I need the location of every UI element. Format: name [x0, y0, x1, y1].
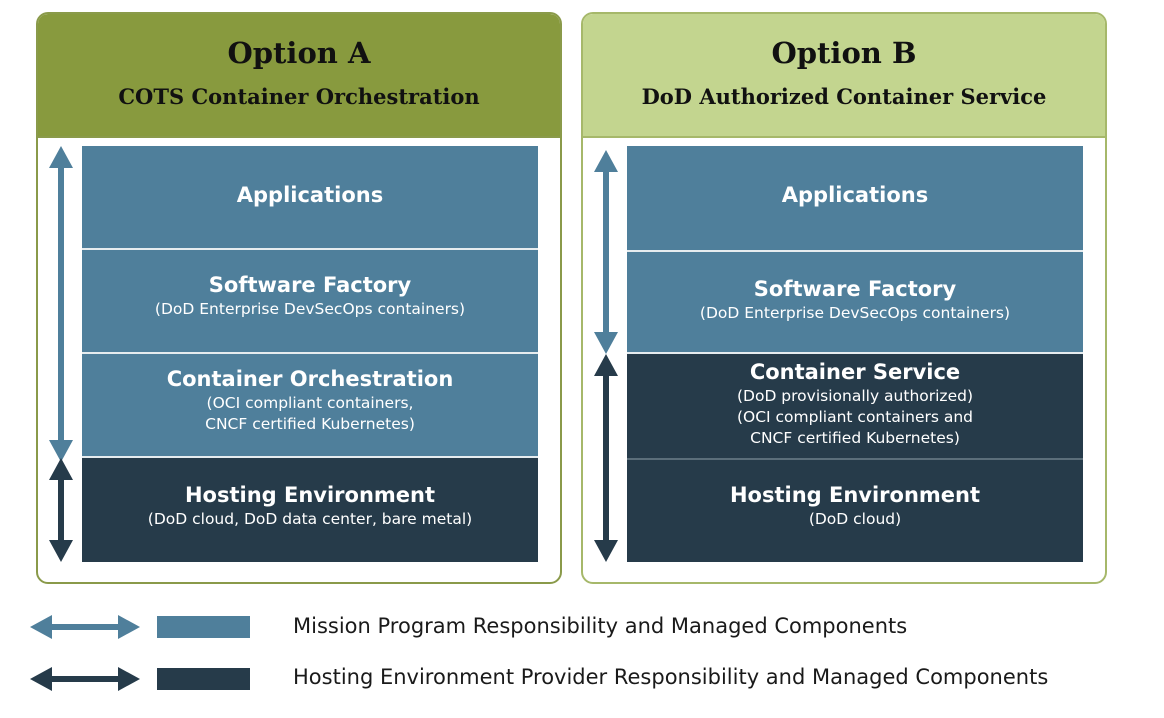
- option-a-subtitle: COTS Container Orchestration: [118, 84, 480, 109]
- option-a-layer-hosting-environment: Hosting Environment (DoD cloud, DoD data…: [82, 458, 538, 562]
- layer-title: Container Service: [749, 360, 961, 384]
- option-a-panel: Option A COTS Container Orchestration Ap…: [36, 12, 562, 584]
- layer-desc: (DoD cloud): [808, 510, 902, 528]
- option-a-header: Option A COTS Container Orchestration: [38, 14, 560, 138]
- layer-title: Container Orchestration: [166, 367, 454, 391]
- hosting-responsibility-arrow: [594, 354, 618, 562]
- layer-title: Applications: [781, 183, 929, 207]
- layer-title: Hosting Environment: [184, 483, 436, 507]
- mission-responsibility-arrow: [594, 150, 618, 354]
- option-a-title: Option A: [227, 36, 371, 70]
- layer-desc-3: CNCF certified Kubernetes): [750, 429, 960, 447]
- layer-title: Applications: [236, 183, 384, 207]
- option-b-subtitle: DoD Authorized Container Service: [641, 84, 1047, 109]
- option-b-layer-container-service: Container Service (DoD provisionally aut…: [627, 354, 1083, 460]
- layer-title: Hosting Environment: [729, 483, 981, 507]
- layer-desc-2: (OCI compliant containers and: [736, 408, 974, 426]
- layer-title: Software Factory: [208, 273, 412, 297]
- legend-mission-label: Mission Program Responsibility and Manag…: [293, 614, 908, 638]
- layer-desc: (DoD provisionally authorized): [736, 387, 973, 405]
- layer-desc: (OCI compliant containers,: [206, 394, 414, 412]
- option-b-title: Option B: [771, 36, 917, 70]
- option-b-layer-hosting-environment: Hosting Environment (DoD cloud): [627, 460, 1083, 562]
- option-a-layer-software-factory: Software Factory (DoD Enterprise DevSecO…: [82, 250, 538, 354]
- legend-hosting-label: Hosting Environment Provider Responsibil…: [293, 665, 1049, 689]
- layer-desc-2: CNCF certified Kubernetes): [205, 415, 415, 433]
- layer-desc: (DoD cloud, DoD data center, bare metal): [147, 510, 473, 528]
- legend-hosting-arrow: [30, 667, 140, 691]
- layer-desc: (DoD Enterprise DevSecOps containers): [154, 300, 466, 318]
- option-a-layer-container-orchestration: Container Orchestration (OCI compliant c…: [82, 354, 538, 458]
- layer-desc: (DoD Enterprise DevSecOps containers): [699, 304, 1011, 322]
- mission-responsibility-arrow: [49, 146, 73, 462]
- option-b-header: Option B DoD Authorized Container Servic…: [583, 14, 1105, 138]
- option-b-panel: Option B DoD Authorized Container Servic…: [581, 12, 1107, 584]
- option-a-layer-applications: Applications: [82, 146, 538, 250]
- option-b-layer-applications: Applications: [627, 146, 1083, 252]
- legend-mission-arrow: [30, 615, 140, 639]
- layer-title: Software Factory: [753, 277, 957, 301]
- legend-mission-swatch: [157, 616, 250, 638]
- hosting-responsibility-arrow: [49, 458, 73, 562]
- legend-hosting-swatch: [157, 668, 250, 690]
- option-b-layer-software-factory: Software Factory (DoD Enterprise DevSecO…: [627, 252, 1083, 354]
